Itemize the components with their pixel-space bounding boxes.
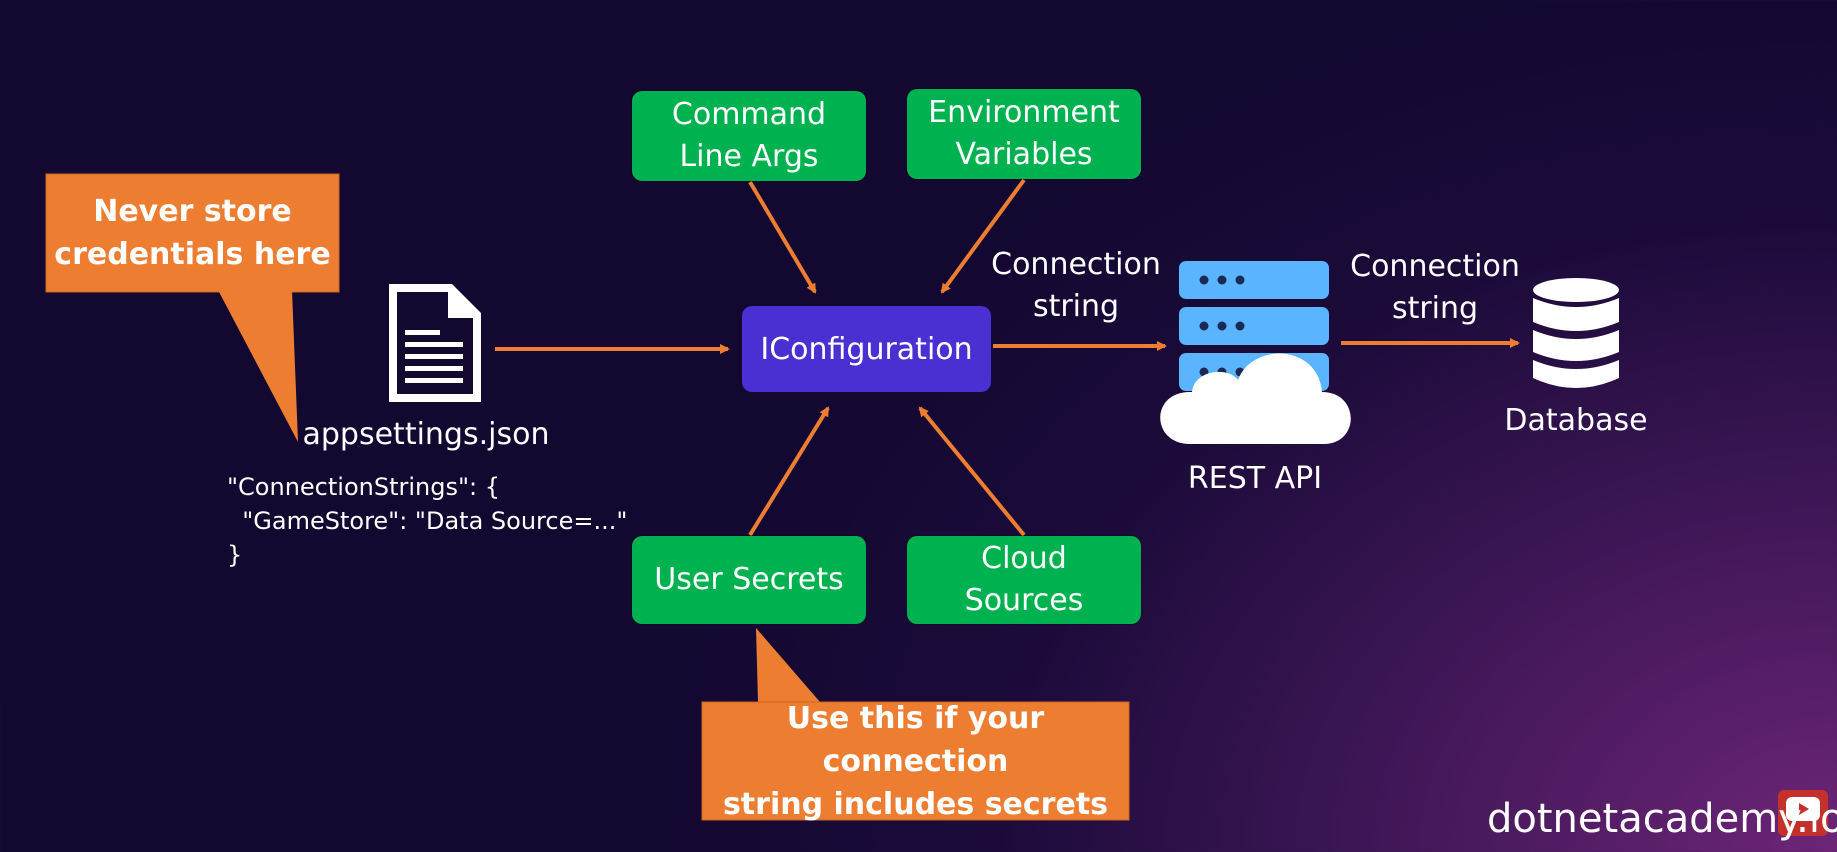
- appsettings-label: appsettings.json: [302, 417, 550, 452]
- arrow-cloudsources-to-iconfig: [918, 406, 1026, 537]
- node-iconfiguration: IConfiguration: [742, 306, 991, 392]
- document-icon: [389, 284, 481, 402]
- arrow-cmdargs-to-iconfig: [748, 180, 817, 294]
- edge-label-to-rest-api: Connection string: [991, 247, 1161, 324]
- node-command-line-args: Command Line Args: [632, 91, 866, 181]
- youtube-subscribe-icon[interactable]: [1778, 790, 1828, 836]
- callout-use-this-text: Use this if your connection string inclu…: [722, 700, 1109, 822]
- node-user-secrets: User Secrets: [632, 536, 866, 624]
- callout-never-store-shape: [45, 173, 340, 442]
- node-cloud-sources: Cloud Sources: [907, 536, 1141, 624]
- arrow-envvars-to-iconfig: [940, 178, 1026, 294]
- database-label: Database: [1504, 403, 1648, 438]
- brand-watermark: dotnetacademy.io: [1487, 796, 1837, 842]
- callout-use-this-shape: [701, 628, 1130, 821]
- database-icon: [1533, 278, 1619, 388]
- appsettings-code: "ConnectionStrings": { "GameStore": "Dat…: [227, 473, 628, 569]
- callout-never-store-text: Never store credentials here: [54, 194, 331, 272]
- rest-api-label: REST API: [1187, 461, 1323, 496]
- node-environment-variables: Environment Variables: [907, 89, 1141, 179]
- server-cloud-icon: [1160, 261, 1351, 444]
- edge-label-to-database: Connection string: [1350, 249, 1520, 326]
- arrow-usersecrets-to-iconfig: [748, 406, 830, 537]
